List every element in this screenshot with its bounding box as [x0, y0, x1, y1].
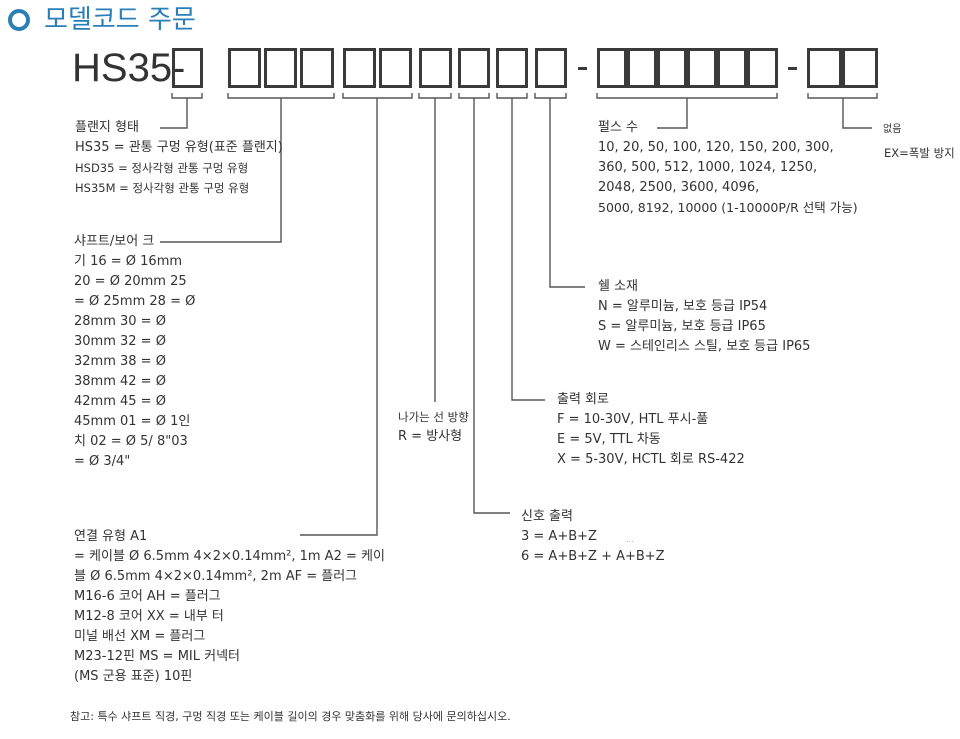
shaft-item: 기 16 = Ø 16mm	[74, 254, 183, 269]
code-box-signal	[458, 48, 490, 88]
shell-item: N = 알루미늄, 보호 등급 IP54	[598, 299, 768, 314]
code-box-shell	[535, 48, 567, 88]
shaft-label: 샤프트/보어 크	[74, 234, 155, 249]
pulse-block: 펄스 수 10, 20, 50, 100, 120, 150, 200, 300…	[598, 118, 858, 218]
shaft-item: 30mm 32 = Ø	[74, 334, 166, 349]
flange-item: HS35M = 정사각형 관통 구멍 유형	[75, 181, 250, 195]
signal-ellipsis: ...	[626, 535, 634, 544]
shaft-item: 28mm 30 = Ø	[74, 314, 166, 329]
direction-item: R = 방사형	[398, 429, 463, 444]
shaft-item: 42mm 45 = Ø	[74, 394, 166, 409]
code-box-direction	[419, 48, 452, 88]
bracket-pulse	[596, 93, 778, 129]
code-box-explosion	[842, 48, 878, 88]
code-box-shaft	[228, 48, 261, 88]
bracket-direction	[418, 93, 452, 402]
code-box-shaft	[300, 48, 334, 88]
shell-item: S = 알루미늄, 보호 등급 IP65	[598, 319, 766, 334]
shaft-item: 20 = Ø 20mm 25	[74, 274, 187, 289]
bracket-connection	[300, 93, 413, 536]
flange-item: HS35 = 관통 구멍 유형(표준 플랜지)	[75, 140, 283, 155]
code-box-pulse	[687, 48, 717, 88]
pulse-item: 360, 500, 512, 1000, 1024, 1250,	[598, 160, 818, 175]
bracket-shell	[534, 93, 585, 288]
signal-label: 신호 출력	[521, 509, 573, 524]
code-box-pulse	[627, 48, 657, 88]
footnote: 참고: 특수 샤프트 직경, 구멍 직경 또는 케이블 길이의 경우 맞춤화를 …	[70, 710, 511, 723]
bracket-explosion	[807, 93, 878, 129]
section-title: 모델코드 주문	[8, 2, 196, 38]
connection-item: M12-8 코어 XX = 내부 터	[74, 609, 224, 624]
code-box-circuit	[496, 48, 528, 88]
pulse-item: 2048, 2500, 3600, 4096,	[598, 180, 760, 195]
connection-item: M23-12핀 MS = MIL 커넥터	[74, 649, 241, 664]
bracket-shaft	[160, 93, 335, 243]
shell-item: W = 스테인리스 스틸, 보호 등급 IP65	[598, 339, 811, 354]
circuit-label: 출력 회로	[557, 392, 609, 407]
circle-bullet-icon	[8, 9, 30, 31]
shell-label: 쉘 소재	[598, 279, 639, 294]
shaft-block: 샤프트/보어 크 기 16 = Ø 16mm 20 = Ø 20mm 25 = …	[74, 232, 195, 472]
signal-item: 6 = A+B+Z + A+B+Z	[521, 549, 665, 564]
shaft-item: 32mm 38 = Ø	[74, 354, 166, 369]
code-box-shaft	[264, 48, 297, 88]
connection-item: = 케이블 Ø 6.5mm 4×2×0.14mm², 1m A2 = 케이	[74, 549, 385, 564]
shaft-item: 치 02 = Ø 5/ 8"03	[74, 434, 188, 449]
code-box-pulse	[657, 48, 687, 88]
pulse-item: 5000, 8192, 10000 (1-10000P/R 선택 가능)	[598, 200, 858, 215]
code-box-explosion	[807, 48, 842, 88]
shaft-item: = Ø 25mm 28 = Ø	[74, 294, 196, 309]
connection-item: (MS 군용 표준) 10핀	[74, 669, 193, 684]
flange-item: HSD35 = 정사각형 관통 구멍 유형	[75, 161, 249, 175]
code-box-pulse	[747, 48, 778, 88]
shaft-item: 38mm 42 = Ø	[74, 374, 166, 389]
code-dash	[578, 67, 587, 70]
circuit-item: E = 5V, TTL 차동	[557, 432, 661, 447]
connection-item: M16-6 코어 AH = 플러그	[74, 589, 221, 604]
circuit-item: F = 10-30V, HTL 푸시-풀	[557, 412, 709, 427]
model-prefix: HS35-	[72, 46, 186, 90]
circuit-item: X = 5-30V, HCTL 회로 RS-422	[557, 452, 745, 467]
flange-block: 플랜지 형태 HS35 = 관통 구멍 유형(표준 플랜지) HSD35 = 정…	[75, 118, 283, 198]
explosion-item: EX=폭발 방지	[884, 146, 955, 160]
pulse-label: 펄스 수	[598, 120, 639, 135]
connection-block: 연결 유형 A1 = 케이블 Ø 6.5mm 4×2×0.14mm², 1m A…	[74, 527, 385, 687]
bracket-flange	[160, 93, 203, 129]
flange-label: 플랜지 형태	[75, 120, 139, 135]
signal-block: 신호 출력 3 = A+B+Z 6 = A+B+Z + A+B+Z	[521, 507, 665, 567]
section-title-text: 모델코드 주문	[44, 5, 196, 35]
code-box-connection	[379, 48, 412, 88]
direction-block: 나가는 선 방향 R = 방사형	[398, 407, 469, 447]
connection-label: 연결 유형 A1	[74, 529, 148, 544]
circuit-block: 출력 회로 F = 10-30V, HTL 푸시-풀 E = 5V, TTL 차…	[557, 390, 745, 470]
direction-label: 나가는 선 방향	[398, 410, 469, 424]
shaft-item: 45mm 01 = Ø 1인	[74, 414, 191, 429]
signal-item: 3 = A+B+Z	[521, 529, 597, 544]
code-box-flange	[172, 48, 203, 88]
shaft-item: = Ø 3/4"	[74, 454, 131, 469]
bracket-signal	[458, 93, 510, 514]
code-box-pulse	[717, 48, 747, 88]
shell-block: 쉘 소재 N = 알루미늄, 보호 등급 IP54 S = 알루미늄, 보호 등…	[598, 277, 810, 357]
pulse-item: 10, 20, 50, 100, 120, 150, 200, 300,	[598, 140, 834, 155]
code-box-pulse	[597, 48, 627, 88]
code-dash	[788, 67, 797, 70]
bracket-circuit	[496, 93, 545, 401]
connection-item: 미널 배선 XM = 플러그	[74, 629, 206, 644]
explosion-label: 없음	[883, 124, 902, 135]
connection-item: 블 Ø 6.5mm 4×2×0.14mm², 2m AF = 플러그	[74, 569, 358, 584]
code-box-connection	[343, 48, 376, 88]
